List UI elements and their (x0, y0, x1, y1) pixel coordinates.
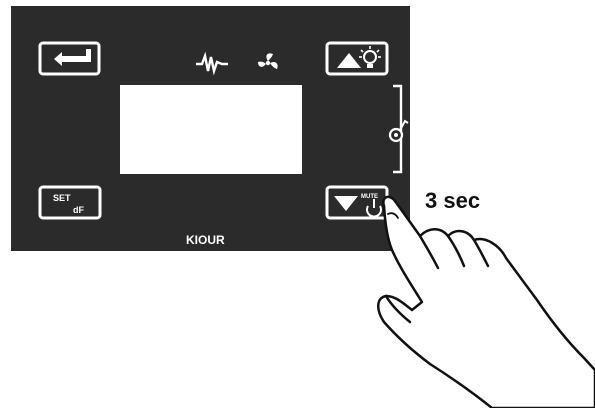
hold-time-label: 3 sec (425, 188, 480, 213)
defrost-label: dF (73, 205, 84, 215)
pressing-hand-icon (378, 197, 595, 408)
enter-button[interactable] (40, 43, 99, 74)
set-button[interactable]: SET dF (40, 187, 100, 218)
set-button-label: SET (53, 193, 71, 203)
brand-logo: KIOUR (186, 233, 225, 247)
up-button[interactable] (327, 43, 387, 74)
lcd-display (120, 85, 302, 174)
down-button[interactable]: MUTE (327, 187, 387, 218)
mute-label: MUTE (361, 194, 378, 200)
